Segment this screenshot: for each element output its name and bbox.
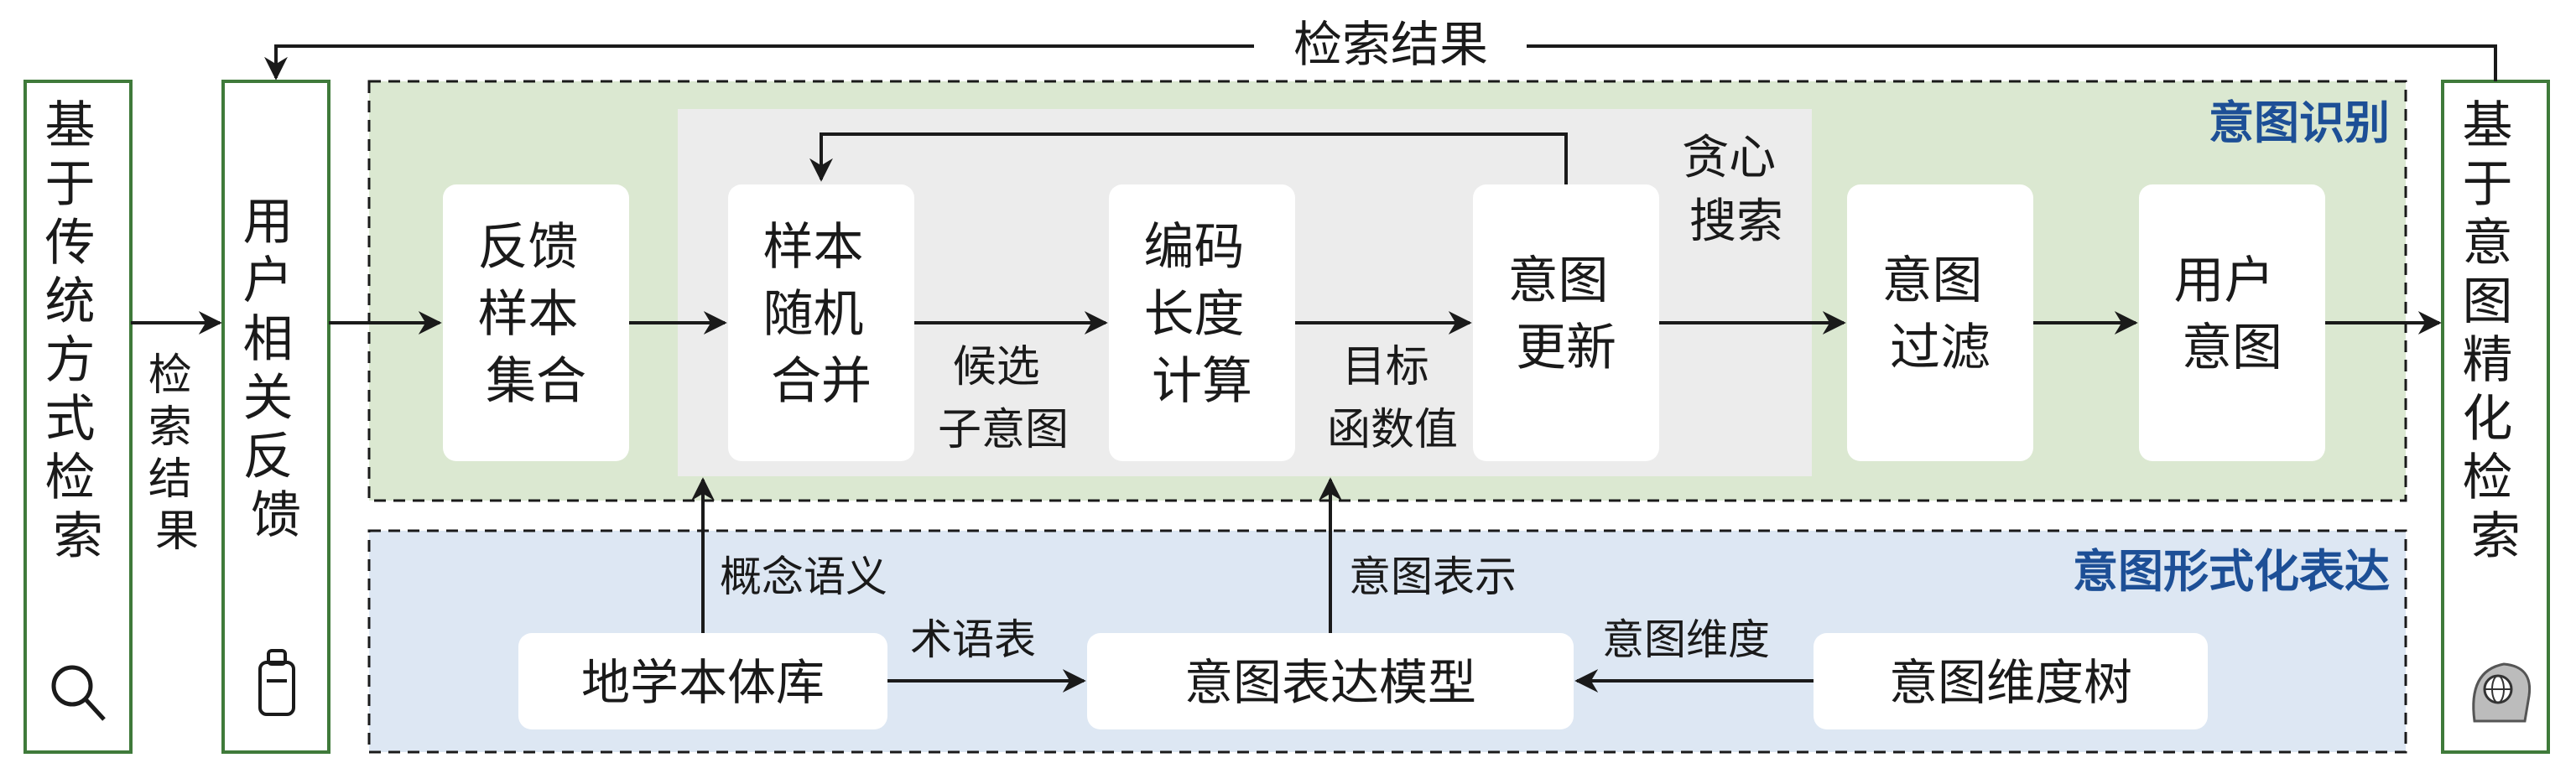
intent-model-label: 意图表达模型	[1184, 654, 1476, 711]
terms-label: 术语表	[910, 615, 1036, 664]
intent-refined-search-label: 基 于 意 图 精 化 检 索	[2462, 96, 2528, 566]
intent-model-node	[1087, 633, 1574, 729]
left-arrow-label: 检 索 结 果	[148, 350, 206, 557]
intent-update-node	[1473, 184, 1659, 461]
magnifier-icon	[51, 665, 106, 721]
clipboard-icon	[258, 649, 295, 716]
traditional-search-label: 基 于 传 统 方 式 检 索	[44, 96, 111, 566]
user-intent-node	[2139, 184, 2325, 461]
relevance-feedback-box	[221, 80, 330, 754]
concept-label: 概念语义	[720, 553, 887, 601]
top-feedback-label: 检索结果	[1293, 16, 1488, 73]
candidate-label: 候选 子意图	[938, 342, 1069, 455]
objective-label: 目标 函数值	[1327, 342, 1458, 455]
feedback-samples-node	[443, 184, 629, 461]
length-calc-node	[1109, 184, 1295, 461]
intent-filter-label: 意图 过滤	[1881, 252, 1998, 377]
sample-merge-node	[728, 184, 914, 461]
dimension-tree-label: 意图维度树	[1889, 654, 2132, 711]
intent-formalization-title: 意图形式化表达	[2073, 545, 2390, 598]
ontology-label: 地学本体库	[581, 654, 825, 711]
representation-label: 意图表示	[1349, 553, 1517, 601]
head-globe-icon	[2472, 662, 2532, 723]
sample-merge-label: 样本 随机 合并	[762, 218, 879, 411]
relevance-feedback-label: 用 户 相 关 反 馈	[242, 193, 309, 545]
greedy-label: 贪心 搜索	[1682, 131, 1791, 249]
length-calc-label: 编码 长度 计算	[1143, 218, 1260, 411]
ontology-node	[518, 633, 887, 729]
traditional-search-box	[23, 80, 133, 754]
intent-recognition-title: 意图识别	[2209, 96, 2390, 149]
intent-filter-node	[1847, 184, 2033, 461]
feedback-samples-label: 反馈 样本 集合	[477, 218, 594, 411]
dimension-tree-node	[1814, 633, 2208, 729]
user-intent-label: 用户 意图	[2173, 252, 2290, 377]
greedy-loop-arrow	[809, 132, 1568, 184]
top-feedback-arrow	[1527, 44, 2497, 81]
intent-update-label: 意图 更新	[1507, 252, 1624, 377]
dimension-label: 意图维度	[1602, 615, 1770, 664]
top-feedback-arrow-left	[264, 44, 1254, 80]
